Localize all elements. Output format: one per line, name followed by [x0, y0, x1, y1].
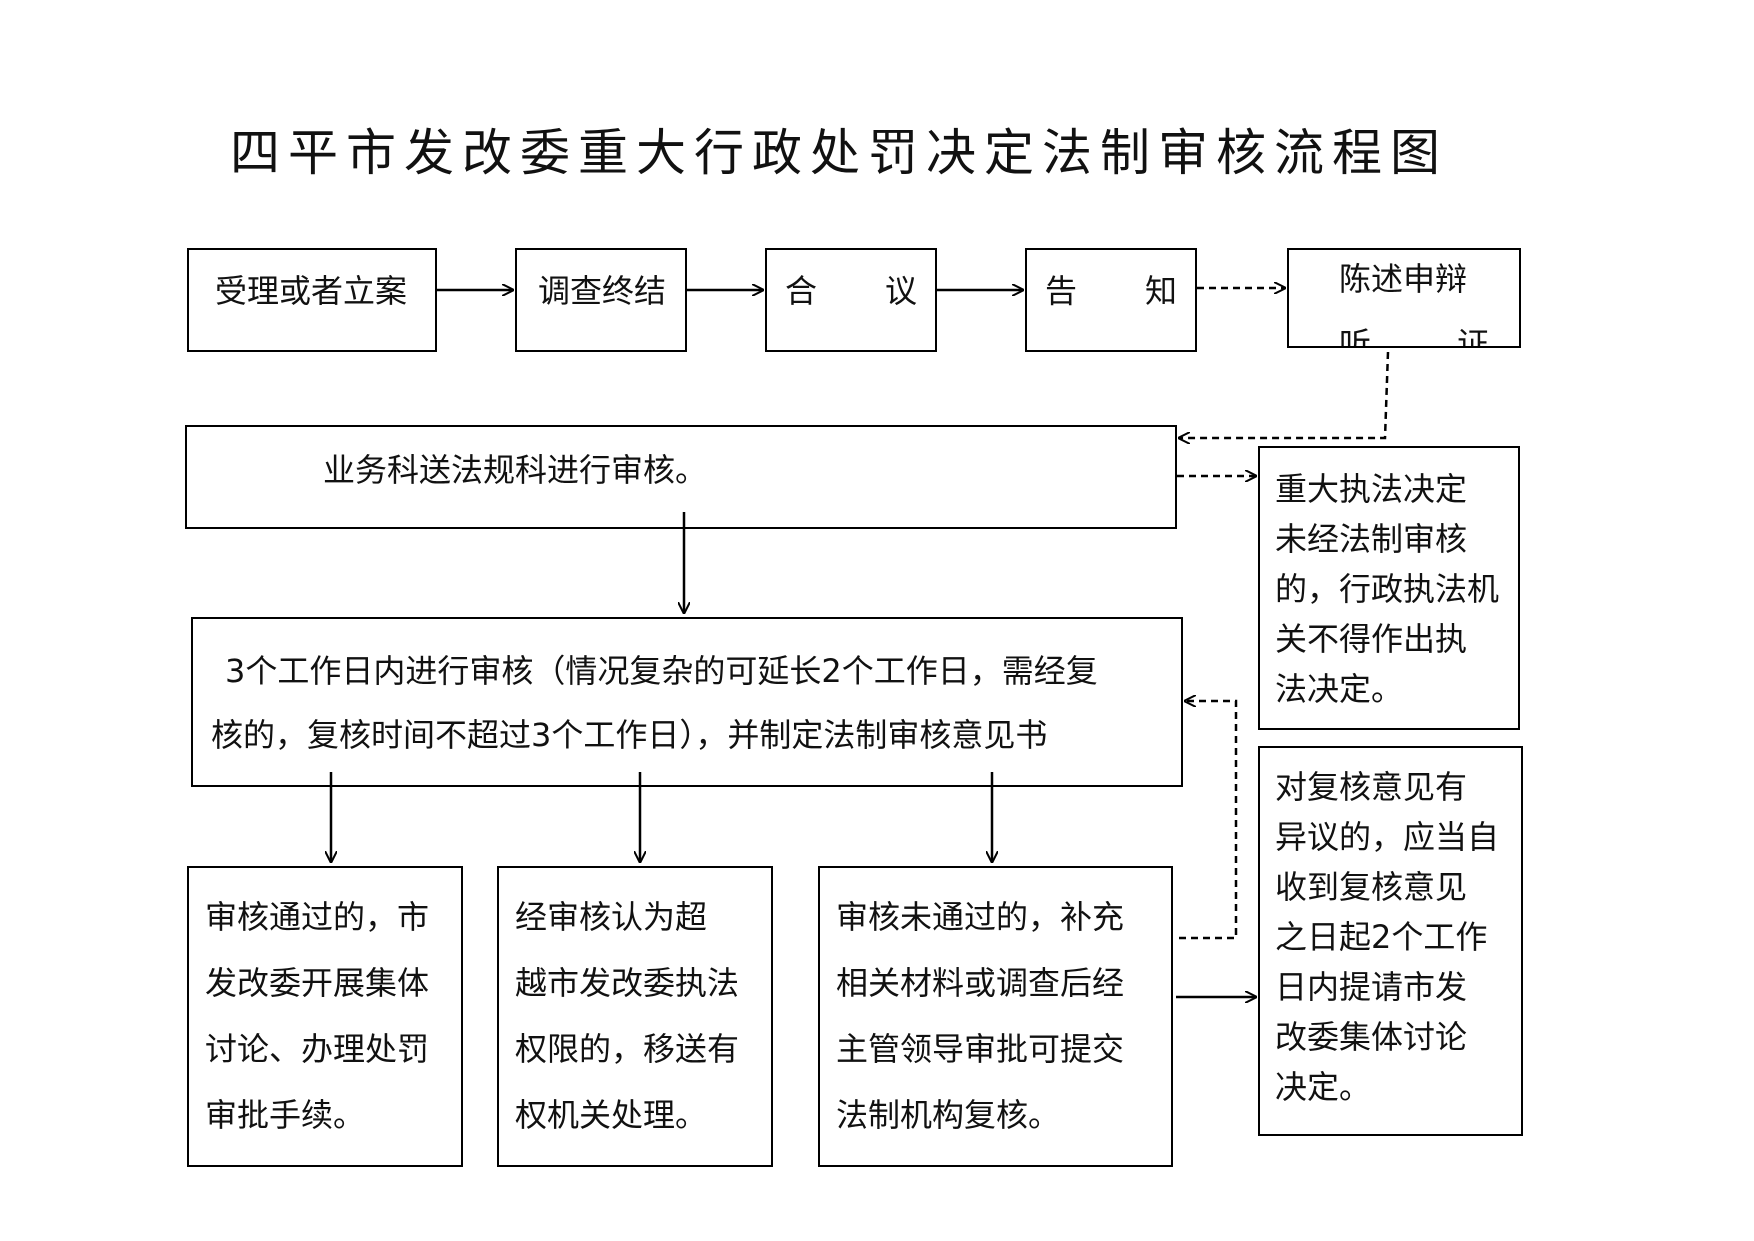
- review-submit-text: 业务科送法规科进行审核。: [323, 451, 708, 489]
- note-objection-box: 对复核意见有 异议的，应当自 收到复核意见 之日起2个工作 日内提请市发 改委集…: [1258, 746, 1523, 1136]
- outcome-passed-text: 审核通过的，市 发改委开展集体 讨论、办理处罚 审批手续。: [205, 898, 430, 1134]
- note-unreviewed-box: 重大执法决定 未经法制审核 的，行政执法机 关不得作出执 法决定。: [1258, 446, 1520, 730]
- step-discuss-box: 合 议: [765, 248, 937, 352]
- step-investigate-label: 调查终结: [538, 272, 667, 310]
- arrow-statement-to-review: [1179, 351, 1390, 438]
- outcome-failed-box: 审核未通过的，补充 相关材料或调查后经 主管领导审批可提交 法制机构复核。: [818, 866, 1173, 1167]
- step-discuss-label-2: 议: [884, 272, 917, 310]
- step-notify-label-1: 告: [1045, 272, 1078, 310]
- step-accept-label: 受理或者立案: [215, 272, 408, 310]
- review-period-box: 3个工作日内进行审核（情况复杂的可延长2个工作日，需经复 核的，复核时间不超过3…: [191, 617, 1183, 787]
- page-title: 四平市发改委重大行政处罚决定法制审核流程图: [230, 124, 1448, 182]
- review-period-text: 3个工作日内进行审核（情况复杂的可延长2个工作日，需经复 核的，复核时间不超过3…: [211, 652, 1098, 754]
- outcome-passed-box: 审核通过的，市 发改委开展集体 讨论、办理处罚 审批手续。: [187, 866, 463, 1167]
- note-objection-text: 对复核意见有 异议的，应当自 收到复核意见 之日起2个工作 日内提请市发 改委集…: [1275, 768, 1500, 1106]
- step-accept-box: 受理或者立案: [187, 248, 437, 352]
- note-unreviewed-text: 重大执法决定 未经法制审核 的，行政执法机 关不得作出执 法决定。: [1275, 470, 1500, 708]
- step-discuss-label-1: 合: [785, 272, 818, 310]
- step-investigate-box: 调查终结: [515, 248, 687, 352]
- outcome-exceeds-text: 经审核认为超 越市发改委执法 权限的，移送有 权机关处理。: [515, 898, 740, 1134]
- step-notify-box: 告 知: [1025, 248, 1197, 352]
- step-hearing-label-1: 听: [1339, 325, 1372, 348]
- arrow-failed-to-period: [1179, 701, 1238, 940]
- step-hearing-label-2: 证: [1456, 325, 1489, 348]
- outcome-failed-text: 审核未通过的，补充 相关材料或调查后经 主管领导审批可提交 法制机构复核。: [836, 898, 1125, 1134]
- outcome-exceeds-box: 经审核认为超 越市发改委执法 权限的，移送有 权机关处理。: [497, 866, 773, 1167]
- review-submit-box: 业务科送法规科进行审核。: [185, 425, 1177, 529]
- step-statement-label: 陈述申辩: [1339, 260, 1468, 298]
- step-statement-hearing-box: 陈述申辩 听 证: [1287, 248, 1521, 348]
- step-notify-label-2: 知: [1144, 272, 1177, 310]
